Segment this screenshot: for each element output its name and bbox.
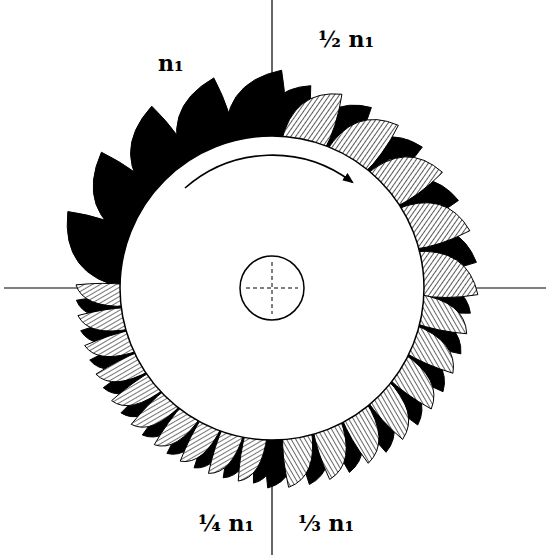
wheel-disc: [120, 136, 424, 440]
vane-group: [67, 70, 478, 488]
speed-label: ⅓ n₁: [298, 512, 354, 534]
hub-centerline: [272, 262, 273, 314]
speed-label: ¼ n₁: [198, 512, 254, 534]
hub-centerline: [246, 288, 298, 289]
hub-circle: [240, 256, 304, 320]
speed-label: n₁: [158, 52, 184, 74]
rotation-arrow: [185, 155, 352, 188]
speed-label: ½ n₁: [318, 28, 374, 50]
